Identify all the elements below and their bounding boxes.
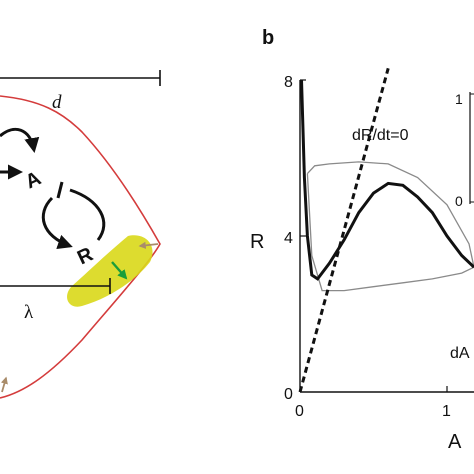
trajectory-curve: [300, 79, 474, 281]
x-axis-label: A: [448, 431, 462, 453]
panel-b-label: b: [262, 27, 274, 49]
limit-cycle-curve: [306, 161, 474, 292]
inhibition-bar: [56, 181, 64, 199]
cell-outline: [0, 95, 161, 399]
tan-arrow-right: [138, 241, 159, 249]
inset-tick-label-1: 1: [455, 91, 463, 107]
node-R: R: [74, 243, 97, 269]
yellow-patch: [67, 235, 153, 307]
y-tick-label-4: 4: [284, 230, 293, 247]
green-arrow: [111, 261, 128, 280]
y-tick-label-0: 0: [284, 386, 293, 403]
x-tick-label-0: 0: [295, 403, 304, 420]
label-lambda: λ: [24, 302, 34, 323]
label-d: d: [52, 92, 62, 113]
panel-b: b 8 4 0 0 1 R A dR/dt=0 1 0 dA: [250, 27, 474, 453]
inset: 1 0: [455, 91, 474, 209]
inset-tick-label-0: 0: [455, 193, 463, 209]
y-tick-label-8: 8: [284, 74, 293, 91]
panel-a: d λ A R: [0, 70, 161, 399]
arc-self-to-A: [0, 127, 40, 153]
nullcline-label: dR/dt=0: [352, 127, 409, 144]
tan-arrow-bottom: [0, 376, 8, 393]
x-tick-label-1: 1: [442, 403, 451, 420]
node-A: A: [22, 167, 44, 193]
arc-A-to-R: [41, 196, 73, 250]
arc-R-inhibits-A: [69, 188, 106, 241]
nullcline-dR-dt-line: [298, 67, 390, 393]
y-axis-label: R: [250, 231, 264, 253]
bottom-right-label: dA: [450, 345, 470, 362]
